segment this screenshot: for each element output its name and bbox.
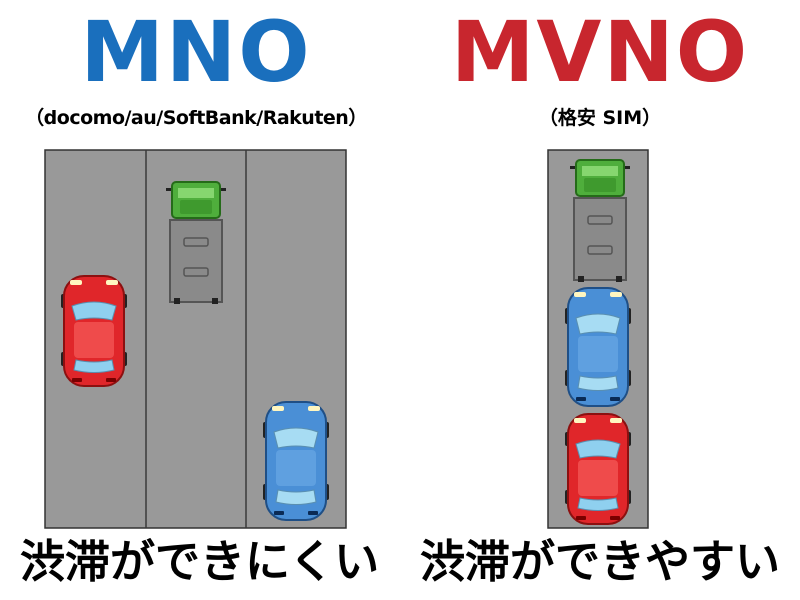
mvno-title: MVNO [450,3,750,101]
mvno-subtitle: （格安 SIM） [538,107,662,129]
blue-car-icon [262,401,330,521]
truck-icon [569,159,631,283]
red-car-icon [60,275,128,387]
mno-caption: 渋滞ができにくい [20,535,380,588]
mno-carriers-subtitle: （docomo/au/SoftBank/Rakuten） [25,107,367,129]
truck-icon [165,181,227,305]
mno-title: MNO [80,3,312,101]
red-car-icon [564,413,632,525]
blue-car-icon [564,287,632,407]
mvno-caption: 渋滞ができやすい [420,535,781,588]
